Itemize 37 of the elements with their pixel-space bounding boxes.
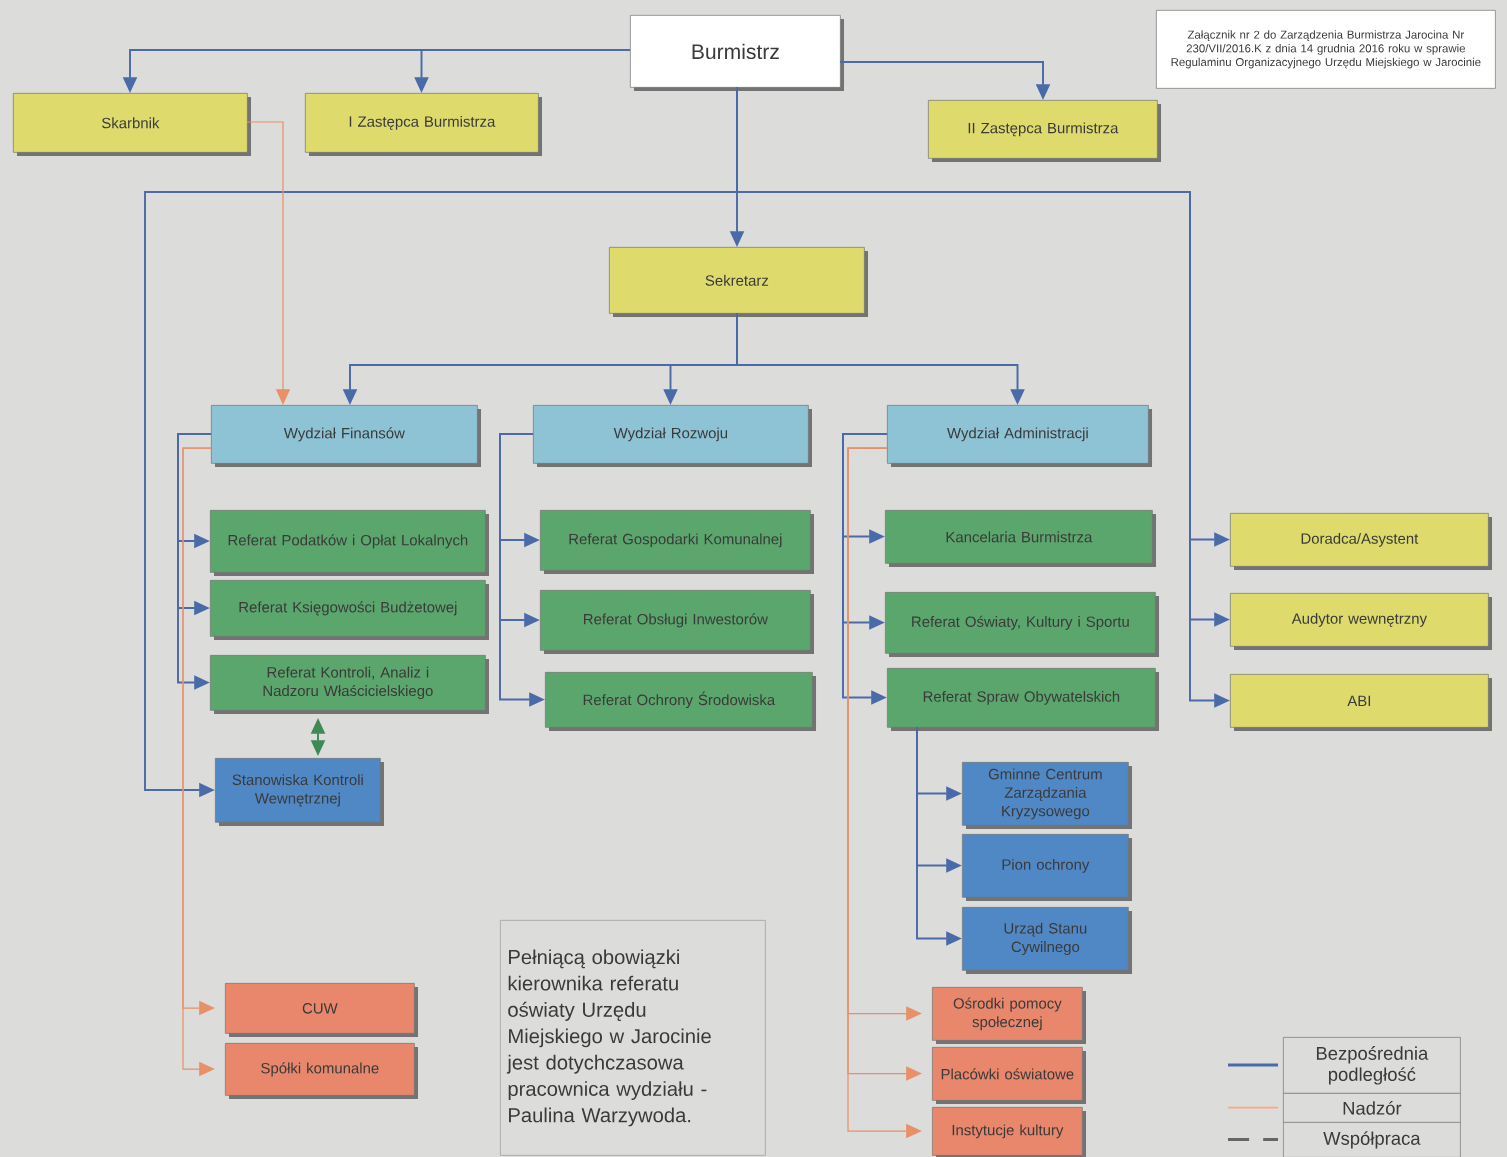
institution-box: Ośrodki pomocy społecznej	[932, 987, 1086, 1044]
unit-box: Referat Kontroli, Analiz i Nadzoru Właścicielskiego	[210, 655, 489, 714]
unit-box: Kancelaria Burmistrza	[885, 510, 1156, 567]
department-box: Wydział Administracji	[887, 405, 1152, 467]
department-box: Wydział Rozwoju	[533, 405, 812, 467]
note-box: Załącznik nr 2 do Zarządzenia Burmistrza Jarocina Nr 230/VII/2016.K z dnia 14 grudnia 2016 roku w sprawie Regulaminu Organizacyjnego Urzędu Miejskiego w Jarocinie	[1156, 10, 1496, 89]
institution-box: Spółki komunalne	[225, 1043, 418, 1099]
institution-box: Instytucje kultury	[932, 1107, 1086, 1157]
unit-box: Referat Obsługi Inwestorów	[540, 590, 814, 654]
unit-box: Urząd Stanu Cywilnego	[962, 907, 1132, 974]
unit-box: Referat Oświaty, Kultury i Sportu	[885, 592, 1159, 657]
connector-arrow	[842, 433, 888, 705]
legend-entry: Bezpośrednia podległość	[1283, 1037, 1461, 1094]
institution-box: CUW	[225, 983, 418, 1037]
office-box: I Zastępca Burmistrza	[305, 93, 542, 156]
unit-box: Referat Podatków i Opłat Lokalnych	[210, 510, 489, 576]
legend-entry: Współpraca	[1283, 1122, 1461, 1157]
unit-box: Pion ochrony	[962, 834, 1132, 901]
legend-entry: Nadzór	[1283, 1093, 1461, 1123]
office-box: Burmistrz	[630, 15, 844, 91]
office-box: Sekretarz	[609, 247, 868, 317]
office-box: Audytor wewnętrzny	[1230, 593, 1492, 650]
office-box: Doradca/Asystent	[1230, 513, 1492, 570]
unit-box: Gminne Centrum Zarządzania Kryzysowego	[962, 762, 1132, 829]
office-box: ABI	[1230, 674, 1492, 731]
office-box: Skarbnik	[13, 93, 251, 156]
unit-box: Referat Gospodarki Komunalnej	[540, 510, 814, 574]
connector-arrow	[246, 121, 291, 405]
unit-box: Referat Spraw Obywatelskich	[887, 668, 1159, 731]
department-box: Wydział Finansów	[211, 405, 481, 467]
unit-box: Referat Ochrony Środowiska	[545, 672, 816, 731]
text-box: Pełniącą obowiązki kierownika referatu oświaty Urzędu Miejskiego w Jarocinie jest dotychczasowa pracownica wydziału - Paulina Warzywoda.	[500, 920, 766, 1156]
office-box: II Zastępca Burmistrza	[928, 100, 1161, 162]
unit-box: Referat Księgowości Budżetowej	[210, 580, 489, 640]
connector-arrow	[177, 433, 212, 690]
unit-box: Stanowiska Kontroli Wewnętrznej	[215, 758, 384, 826]
institution-box: Placówki oświatowe	[932, 1047, 1086, 1104]
